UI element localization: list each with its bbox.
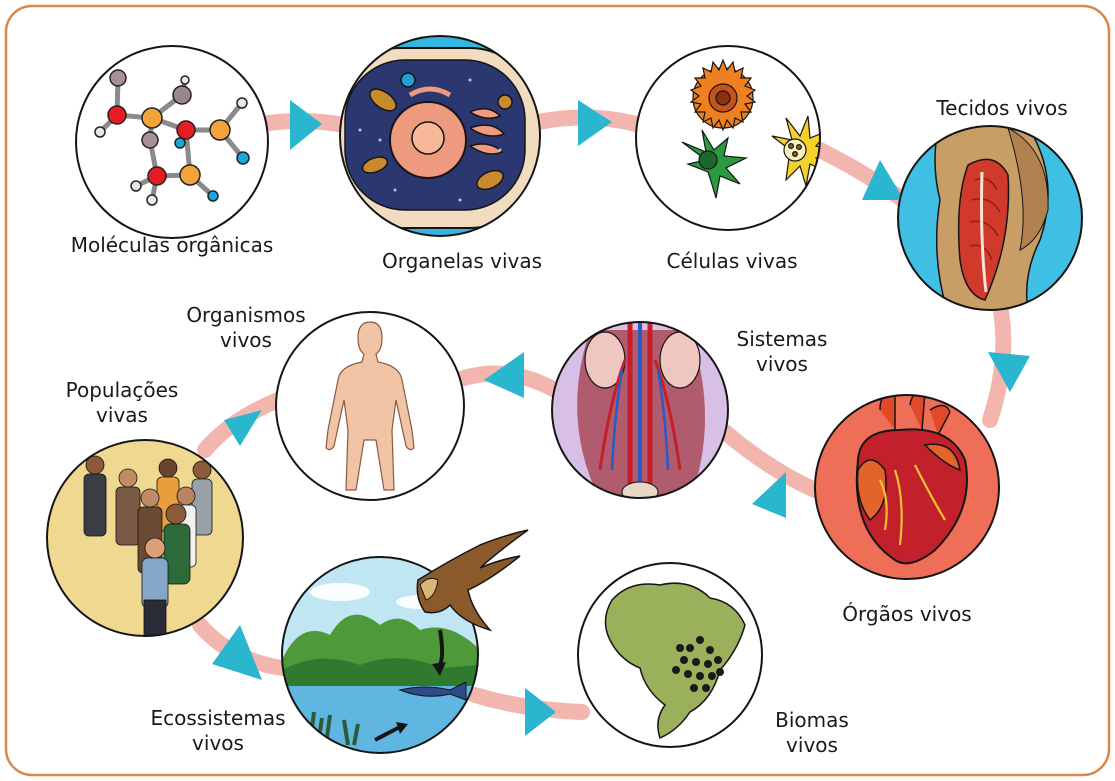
- label-populations-line1: Populações: [50, 378, 194, 403]
- label-populations: Populações vivas: [50, 378, 194, 428]
- label-organelles: Organelas vivas: [372, 249, 552, 274]
- organ-system-icon: [577, 322, 705, 502]
- label-biomes-line2: vivos: [762, 733, 862, 758]
- label-systems-line2: vivos: [726, 352, 838, 377]
- label-molecules: Moléculas orgânicas: [50, 233, 294, 258]
- label-organs: Órgãos vivos: [822, 602, 992, 627]
- label-tissues: Tecidos vivos: [922, 96, 1082, 121]
- label-ecosystems-line2: vivos: [146, 731, 290, 756]
- label-systems-line1: Sistemas: [726, 327, 838, 352]
- stage-biomes: [578, 563, 762, 747]
- label-organisms: Organismos vivos: [178, 303, 314, 353]
- label-organisms-line1: Organismos: [178, 303, 314, 328]
- label-cells: Células vivas: [652, 249, 812, 274]
- label-systems: Sistemas vivos: [726, 327, 838, 377]
- stage-molecules: [76, 46, 268, 238]
- label-biomes-line1: Biomas: [762, 708, 862, 733]
- label-ecosystems: Ecossistemas vivos: [146, 706, 290, 756]
- label-ecosystems-line1: Ecossistemas: [146, 706, 290, 731]
- label-biomes: Biomas vivos: [762, 708, 862, 758]
- label-populations-line2: vivas: [50, 403, 194, 428]
- label-organisms-line2: vivos: [178, 328, 314, 353]
